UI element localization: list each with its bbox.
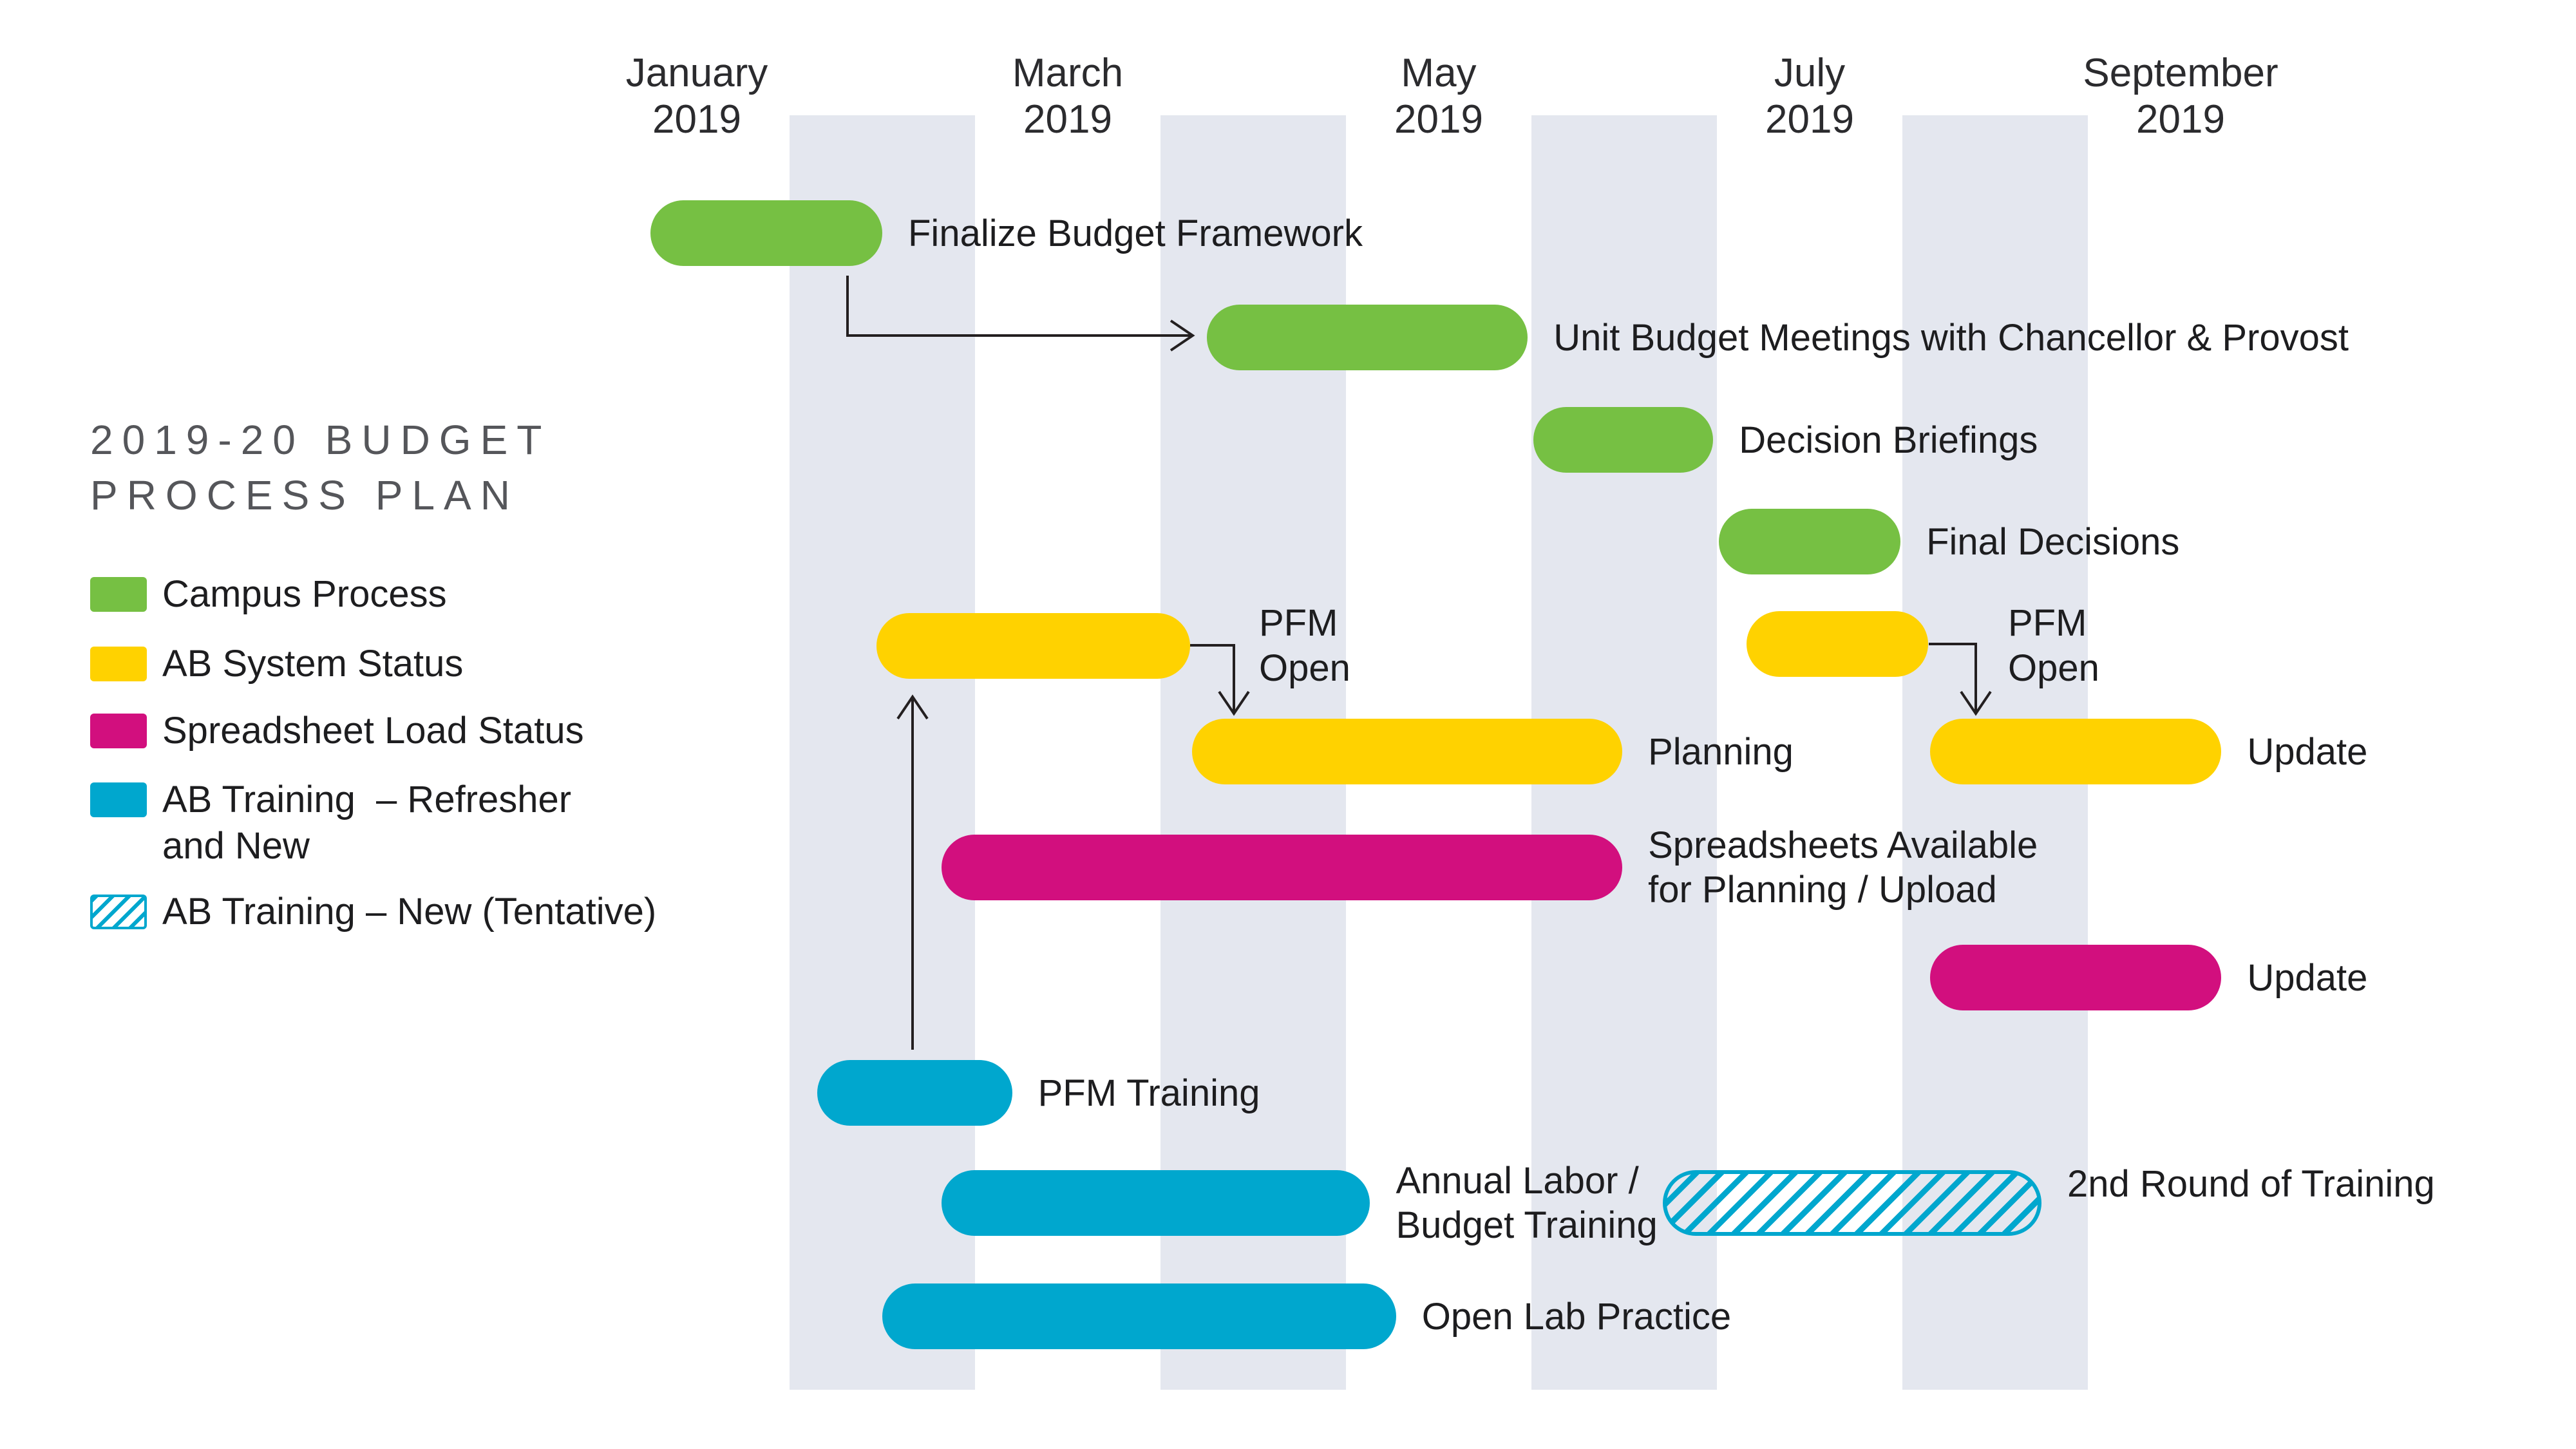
gantt-bar-ab-system-july <box>1747 611 1929 677</box>
gantt-bar-label-unit-budget-meetings: Unit Budget Meetings with Chancellor & P… <box>1553 316 2349 359</box>
gantt-bar-label-update-magenta: Update <box>2247 956 2368 999</box>
annotation-pfm-open-spring: PFM Open <box>1259 602 1350 689</box>
legend-label: Spreadsheet Load Status <box>162 710 584 752</box>
legend-label: AB Training – Refresher and New <box>162 779 572 867</box>
gantt-bar-spreadsheets-available <box>942 835 1623 900</box>
month-label: July 2019 <box>1765 51 1854 142</box>
legend-swatch-cyan <box>90 782 147 817</box>
gantt-bar-label-decision-briefings: Decision Briefings <box>1739 419 2038 461</box>
gantt-bar-final-decisions <box>1718 509 1901 574</box>
gantt-bar-unit-budget-meetings <box>1207 305 1528 370</box>
gantt-bar-label-annual-labor-training: Annual Labor / Budget Training <box>1396 1160 1658 1246</box>
legend-swatch-yellow <box>90 647 147 681</box>
month-label: January 2019 <box>625 51 768 142</box>
gantt-bar-label-final-decisions: Final Decisions <box>1926 520 2180 563</box>
chart-title: 2019-20 BUDGET PROCESS PLAN <box>90 417 551 518</box>
gantt-bar-label-planning: Planning <box>1648 730 1794 773</box>
legend-label: AB Training – New (Tentative) <box>162 891 657 933</box>
gantt-bar-second-round-training <box>1663 1170 2041 1236</box>
gantt-bar-label-pfm-training: PFM Training <box>1037 1072 1260 1114</box>
gantt-bar-label-update-yellow: Update <box>2247 730 2368 773</box>
legend-swatch-magenta <box>90 714 147 748</box>
gantt-bar-finalize-budget-framework <box>650 200 882 266</box>
gantt-bar-ab-system-build <box>876 613 1191 679</box>
gantt-bar-open-lab-practice <box>882 1283 1396 1349</box>
legend-swatch-green <box>90 577 147 612</box>
month-label: May 2019 <box>1394 51 1483 142</box>
legend-swatch-cyan-hatched <box>90 895 147 929</box>
gantt-bar-update-magenta <box>1930 945 2222 1010</box>
gantt-bar-update-yellow <box>1930 719 2222 784</box>
gantt-bar-label-finalize-budget-framework: Finalize Budget Framework <box>908 212 1363 254</box>
gantt-bar-annual-labor-training <box>942 1170 1370 1236</box>
gantt-bar-label-open-lab-practice: Open Lab Practice <box>1421 1295 1732 1338</box>
legend-label: AB System Status <box>162 643 464 685</box>
month-label: March 2019 <box>1012 51 1124 142</box>
gantt-bar-pfm-training <box>817 1060 1012 1126</box>
annotation-pfm-open-fall: PFM Open <box>2008 602 2099 689</box>
gantt-bar-label-second-round-training: 2nd Round of Training <box>2067 1162 2435 1205</box>
gantt-bar-decision-briefings <box>1533 407 1714 473</box>
gantt-bar-planning <box>1191 719 1623 784</box>
legend-label: Campus Process <box>162 573 447 615</box>
month-label: September 2019 <box>2083 51 2278 142</box>
gantt-bar-label-spreadsheets-available: Spreadsheets Available for Planning / Up… <box>1648 824 2038 911</box>
